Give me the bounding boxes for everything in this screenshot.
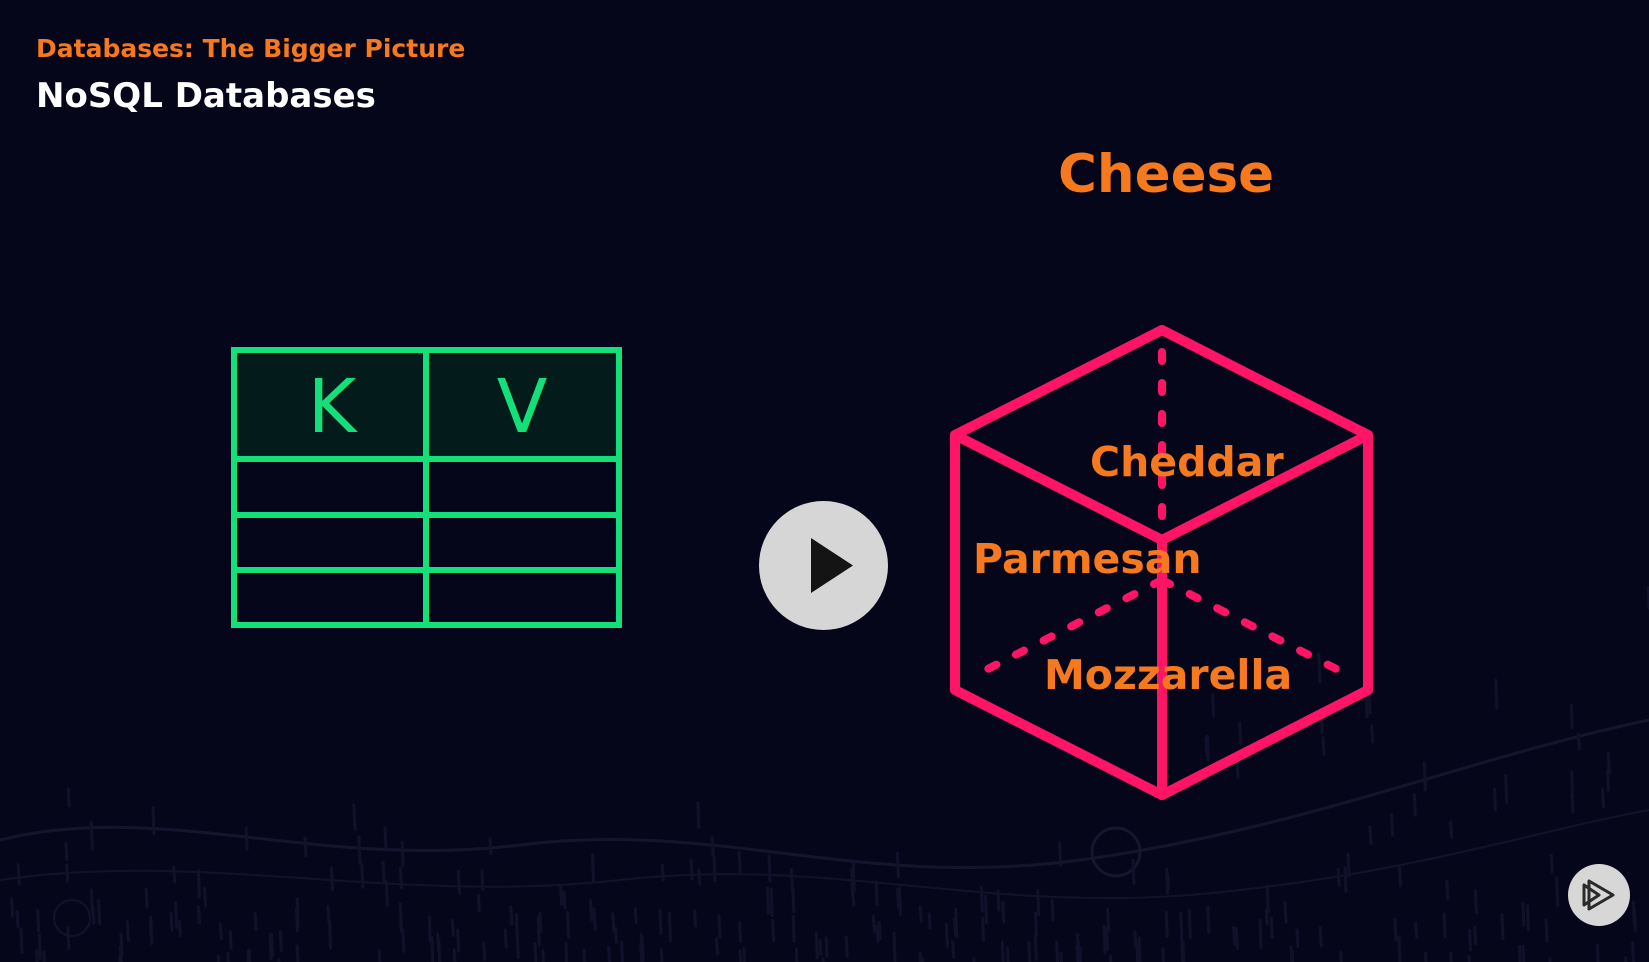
table-header-value: V bbox=[496, 364, 548, 450]
cube-label-parmesan: Parmesan bbox=[973, 535, 1202, 583]
course-title: Databases: The Bigger Picture bbox=[36, 34, 466, 63]
play-icon bbox=[811, 538, 853, 593]
module-title: NoSQL Databases bbox=[36, 76, 376, 116]
table-header-key: K bbox=[307, 364, 357, 450]
cube-label-cheddar: Cheddar bbox=[1090, 438, 1284, 486]
pluralsight-logo-icon bbox=[1582, 879, 1615, 911]
cube-heading: Cheese bbox=[1058, 144, 1275, 205]
pluralsight-button[interactable] bbox=[1568, 864, 1630, 926]
cheese-cube-diagram bbox=[950, 325, 1373, 800]
key-value-table bbox=[231, 347, 622, 628]
play-button[interactable] bbox=[759, 501, 888, 630]
cube-label-mozzarella: Mozzarella bbox=[1044, 651, 1293, 699]
